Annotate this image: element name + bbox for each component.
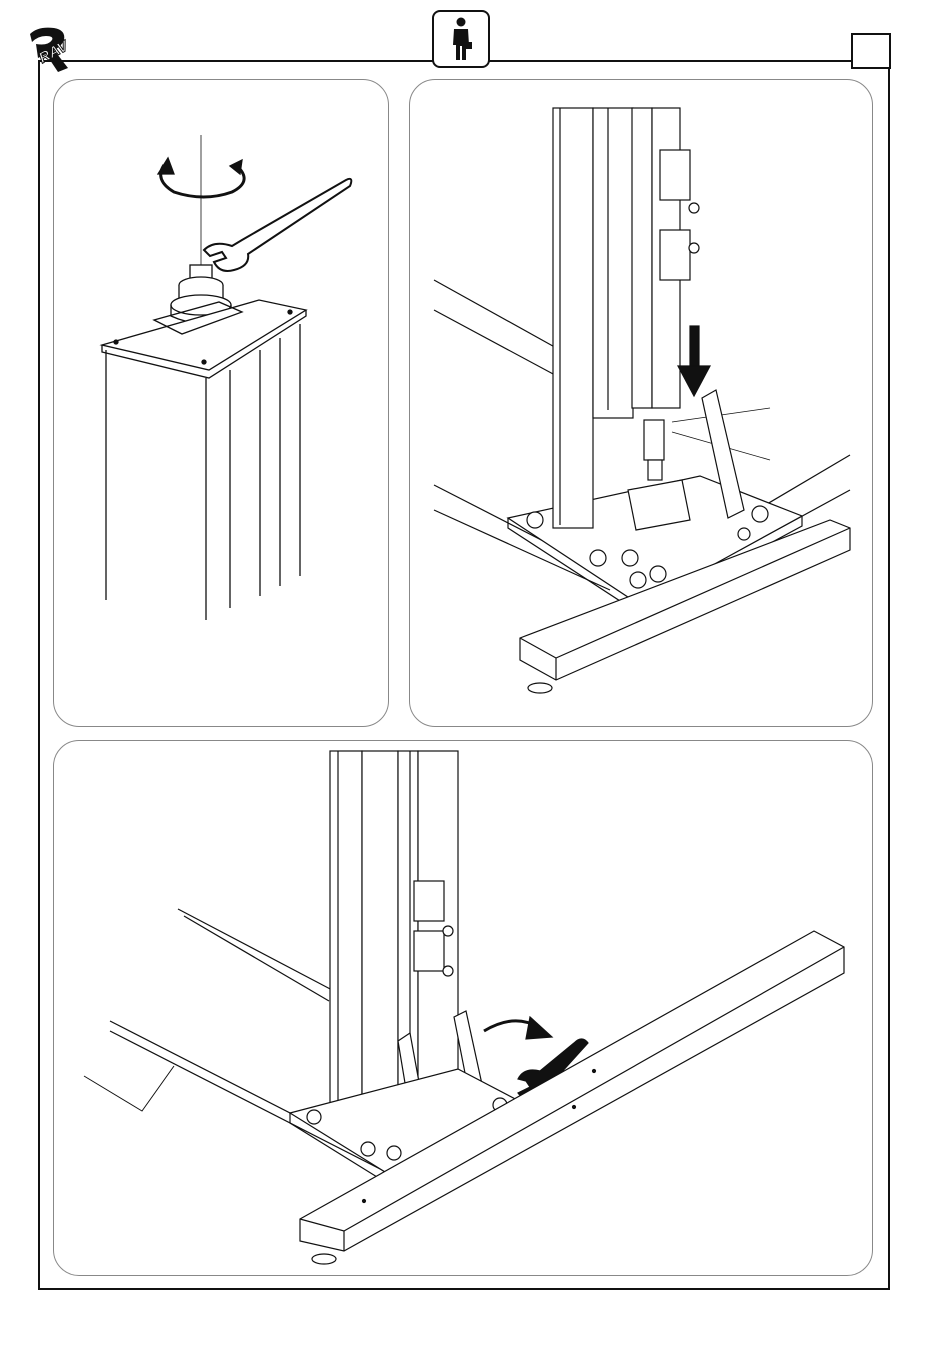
page-number-box [851,33,891,69]
panel-base-bolt-tightening [53,740,873,1276]
operator-badge [432,10,490,68]
panel-nut-tightening [53,79,389,727]
hydraulic-cylinder [553,108,699,530]
panel-cylinder-insertion [409,79,873,727]
down-arrow-icon [678,326,710,396]
curved-arrow-icon [484,1017,552,1039]
person-with-case-icon [434,12,488,66]
